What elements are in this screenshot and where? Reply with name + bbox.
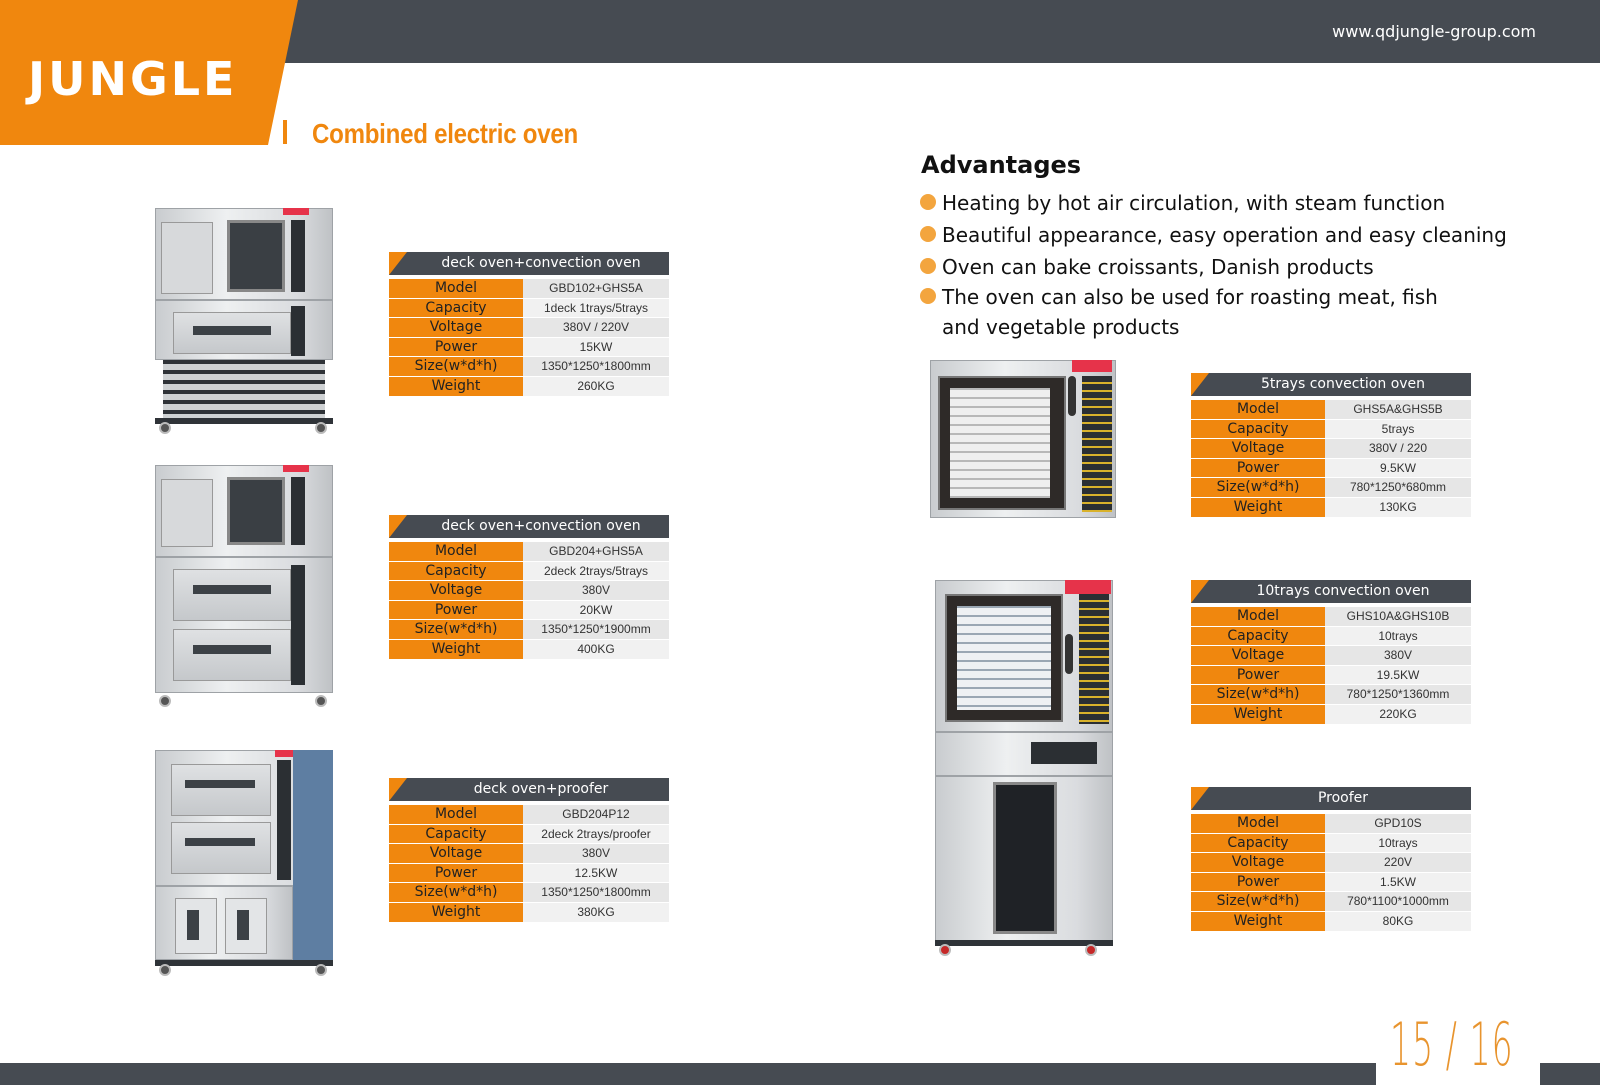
page-number: 15 / 16 (1390, 1010, 1514, 1080)
spec-row: Size(w*d*h)780*1250*680mm (1191, 478, 1471, 498)
title-accent-bar (283, 120, 287, 144)
spec-row: Size(w*d*h)780*1250*1360mm (1191, 685, 1471, 705)
bullet-icon (920, 194, 936, 210)
spec-table-header: deck oven+convection oven (389, 252, 669, 275)
website-url[interactable]: www.qdjungle-group.com (1332, 22, 1536, 41)
bullet-icon (920, 288, 936, 304)
spec-table-header: Proofer (1191, 787, 1471, 810)
spec-row: Size(w*d*h)1350*1250*1800mm (389, 357, 669, 377)
spec-table-header: deck oven+convection oven (389, 515, 669, 538)
advantage-item: Oven can bake croissants, Danish product… (920, 252, 1374, 282)
bottom-banner (0, 1063, 1600, 1085)
spec-table-header: 5trays convection oven (1191, 373, 1471, 396)
advantage-item: Heating by hot air circulation, with ste… (920, 188, 1445, 218)
product-image-deck-convection-2 (155, 465, 333, 713)
product-image-deck-convection-1 (155, 208, 333, 440)
spec-row: Size(w*d*h)780*1100*1000mm (1191, 892, 1471, 912)
advantage-item: The oven can also be used for roasting m… (920, 282, 1438, 312)
bullet-icon (920, 226, 936, 242)
spec-row: Size(w*d*h)1350*1250*1800mm (389, 883, 669, 903)
advantages-heading: Advantages (921, 151, 1082, 179)
advantage-item-continued: and vegetable products (942, 315, 1180, 339)
spec-table-header: 10trays convection oven (1191, 580, 1471, 603)
advantage-item: Beautiful appearance, easy operation and… (920, 220, 1507, 250)
bullet-icon (920, 258, 936, 274)
logo-block (0, 0, 298, 145)
spec-row: Size(w*d*h)1350*1250*1900mm (389, 620, 669, 640)
page-title: Combined electric oven (312, 118, 578, 149)
product-image-5trays-convection (930, 360, 1116, 518)
page-number-background (1376, 1010, 1540, 1085)
spec-table-header: deck oven+proofer (389, 778, 669, 801)
product-image-10trays-proofer-stack (935, 580, 1113, 962)
product-image-deck-proofer (155, 750, 333, 978)
company-logo: JUNGLE (28, 52, 238, 106)
